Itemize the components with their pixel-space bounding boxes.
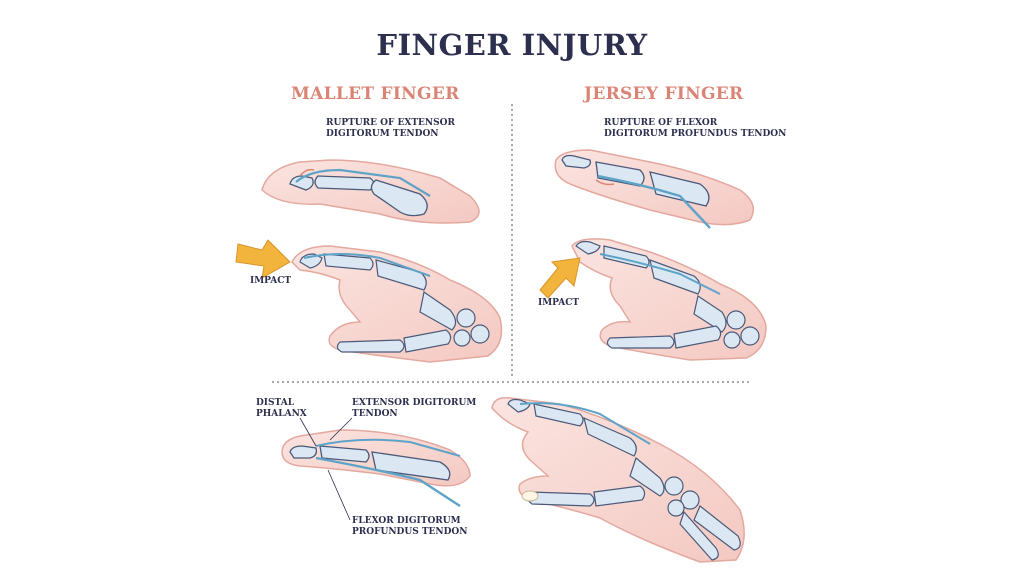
jersey-finger-heading: JERSEY FINGER [584, 84, 744, 104]
mallet-impact-arrow [235, 239, 291, 279]
mallet-finger-heading: MALLET FINGER [291, 84, 460, 104]
jersey-hand-impact [539, 238, 767, 361]
jersey-impact-arrow [539, 257, 581, 299]
anatomy-finger-straight [281, 417, 471, 521]
jersey-rupture-label: RUPTURE OF FLEXOR DIGITORUM PROFUNDUS TE… [604, 118, 787, 139]
distal-phalanx-label: DISTAL PHALANX [256, 398, 307, 419]
flexor-tendon-label: FLEXOR DIGITORUM PROFUNDUS TENDON [352, 516, 468, 537]
mallet-hand-impact [235, 239, 503, 363]
extensor-tendon-label: EXTENSOR DIGITORUM TENDON [352, 398, 477, 419]
page-title: FINGER INJURY [376, 28, 648, 62]
mallet-rupture-label: RUPTURE OF EXTENSOR DIGITORUM TENDON [326, 118, 455, 139]
anatomy-hand [491, 396, 745, 563]
mallet-finger-straight [261, 159, 480, 224]
mallet-impact-label: IMPACT [250, 276, 292, 286]
jersey-impact-label: IMPACT [538, 298, 580, 308]
jersey-finger-straight [554, 149, 755, 229]
